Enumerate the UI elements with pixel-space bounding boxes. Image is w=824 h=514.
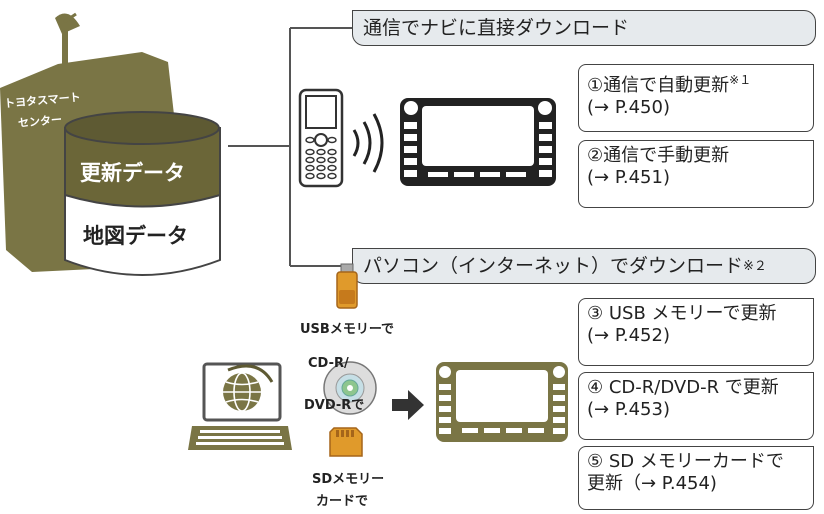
cd-dvd-update-label: ④ CD-R/DVD-R で更新 bbox=[587, 377, 779, 398]
sd-media-label-line1: SDメモリー bbox=[312, 472, 385, 487]
auto-update-option: ①通信で自動更新※１ (→ P.450) bbox=[578, 64, 814, 132]
pc-download-text: パソコン（インターネット）でダウンロード bbox=[363, 254, 744, 277]
cd-media-label-line1: CD-R/ bbox=[308, 356, 349, 371]
pc-download-banner: パソコン（インターネット）でダウンロード※２ bbox=[352, 248, 816, 284]
direct-download-banner: 通信でナビに直接ダウンロード bbox=[352, 10, 816, 46]
usb-media-label: USBメモリーで bbox=[300, 322, 395, 337]
sd-update-option: ⑤ SD メモリーカードで 更新（→ P.454) bbox=[578, 446, 814, 510]
direct-download-text: 通信でナビに直接ダウンロード bbox=[363, 16, 630, 39]
sd-media-label-line2: カードで bbox=[316, 494, 369, 509]
usb-update-label: ③ USB メモリーで更新 bbox=[587, 303, 777, 324]
antenna-icon bbox=[55, 12, 80, 68]
auto-update-note: ※１ bbox=[729, 73, 752, 87]
usb-memory-icon bbox=[336, 263, 358, 309]
database-cylinder bbox=[64, 111, 221, 276]
cd-dvd-update-option: ④ CD-R/DVD-R で更新 (→ P.453) bbox=[578, 372, 814, 440]
navigation-unit-icon bbox=[400, 98, 556, 186]
laptop-globe-icon bbox=[188, 362, 292, 450]
usb-update-ref: (→ P.452) bbox=[587, 325, 670, 346]
pc-download-note: ※２ bbox=[743, 258, 767, 274]
smart-center-illustration bbox=[0, 12, 221, 276]
signal-waves-icon bbox=[352, 113, 384, 173]
sd-update-ref: 更新（→ P.454) bbox=[587, 473, 717, 494]
navigation-unit-pc-icon bbox=[436, 362, 568, 442]
sd-card-icon bbox=[329, 427, 363, 457]
manual-update-label: ②通信で手動更新 bbox=[587, 145, 730, 166]
cd-media-label-line2: DVD-Rで bbox=[304, 398, 365, 413]
auto-update-label: ①通信で自動更新 bbox=[587, 75, 730, 96]
update-data-label: 更新データ bbox=[80, 161, 185, 185]
sd-update-label: ⑤ SD メモリーカードで bbox=[587, 451, 784, 472]
manual-update-option: ②通信で手動更新 (→ P.451) bbox=[578, 140, 814, 208]
right-arrow-icon bbox=[392, 390, 424, 420]
auto-update-ref: (→ P.450) bbox=[587, 97, 670, 118]
cd-dvd-update-ref: (→ P.453) bbox=[587, 399, 670, 420]
phone-icon bbox=[298, 88, 344, 188]
cd-dvd-disc-icon bbox=[323, 361, 377, 415]
usb-update-option: ③ USB メモリーで更新 (→ P.452) bbox=[578, 298, 814, 366]
manual-update-ref: (→ P.451) bbox=[587, 167, 670, 188]
map-data-label: 地図データ bbox=[83, 224, 188, 248]
